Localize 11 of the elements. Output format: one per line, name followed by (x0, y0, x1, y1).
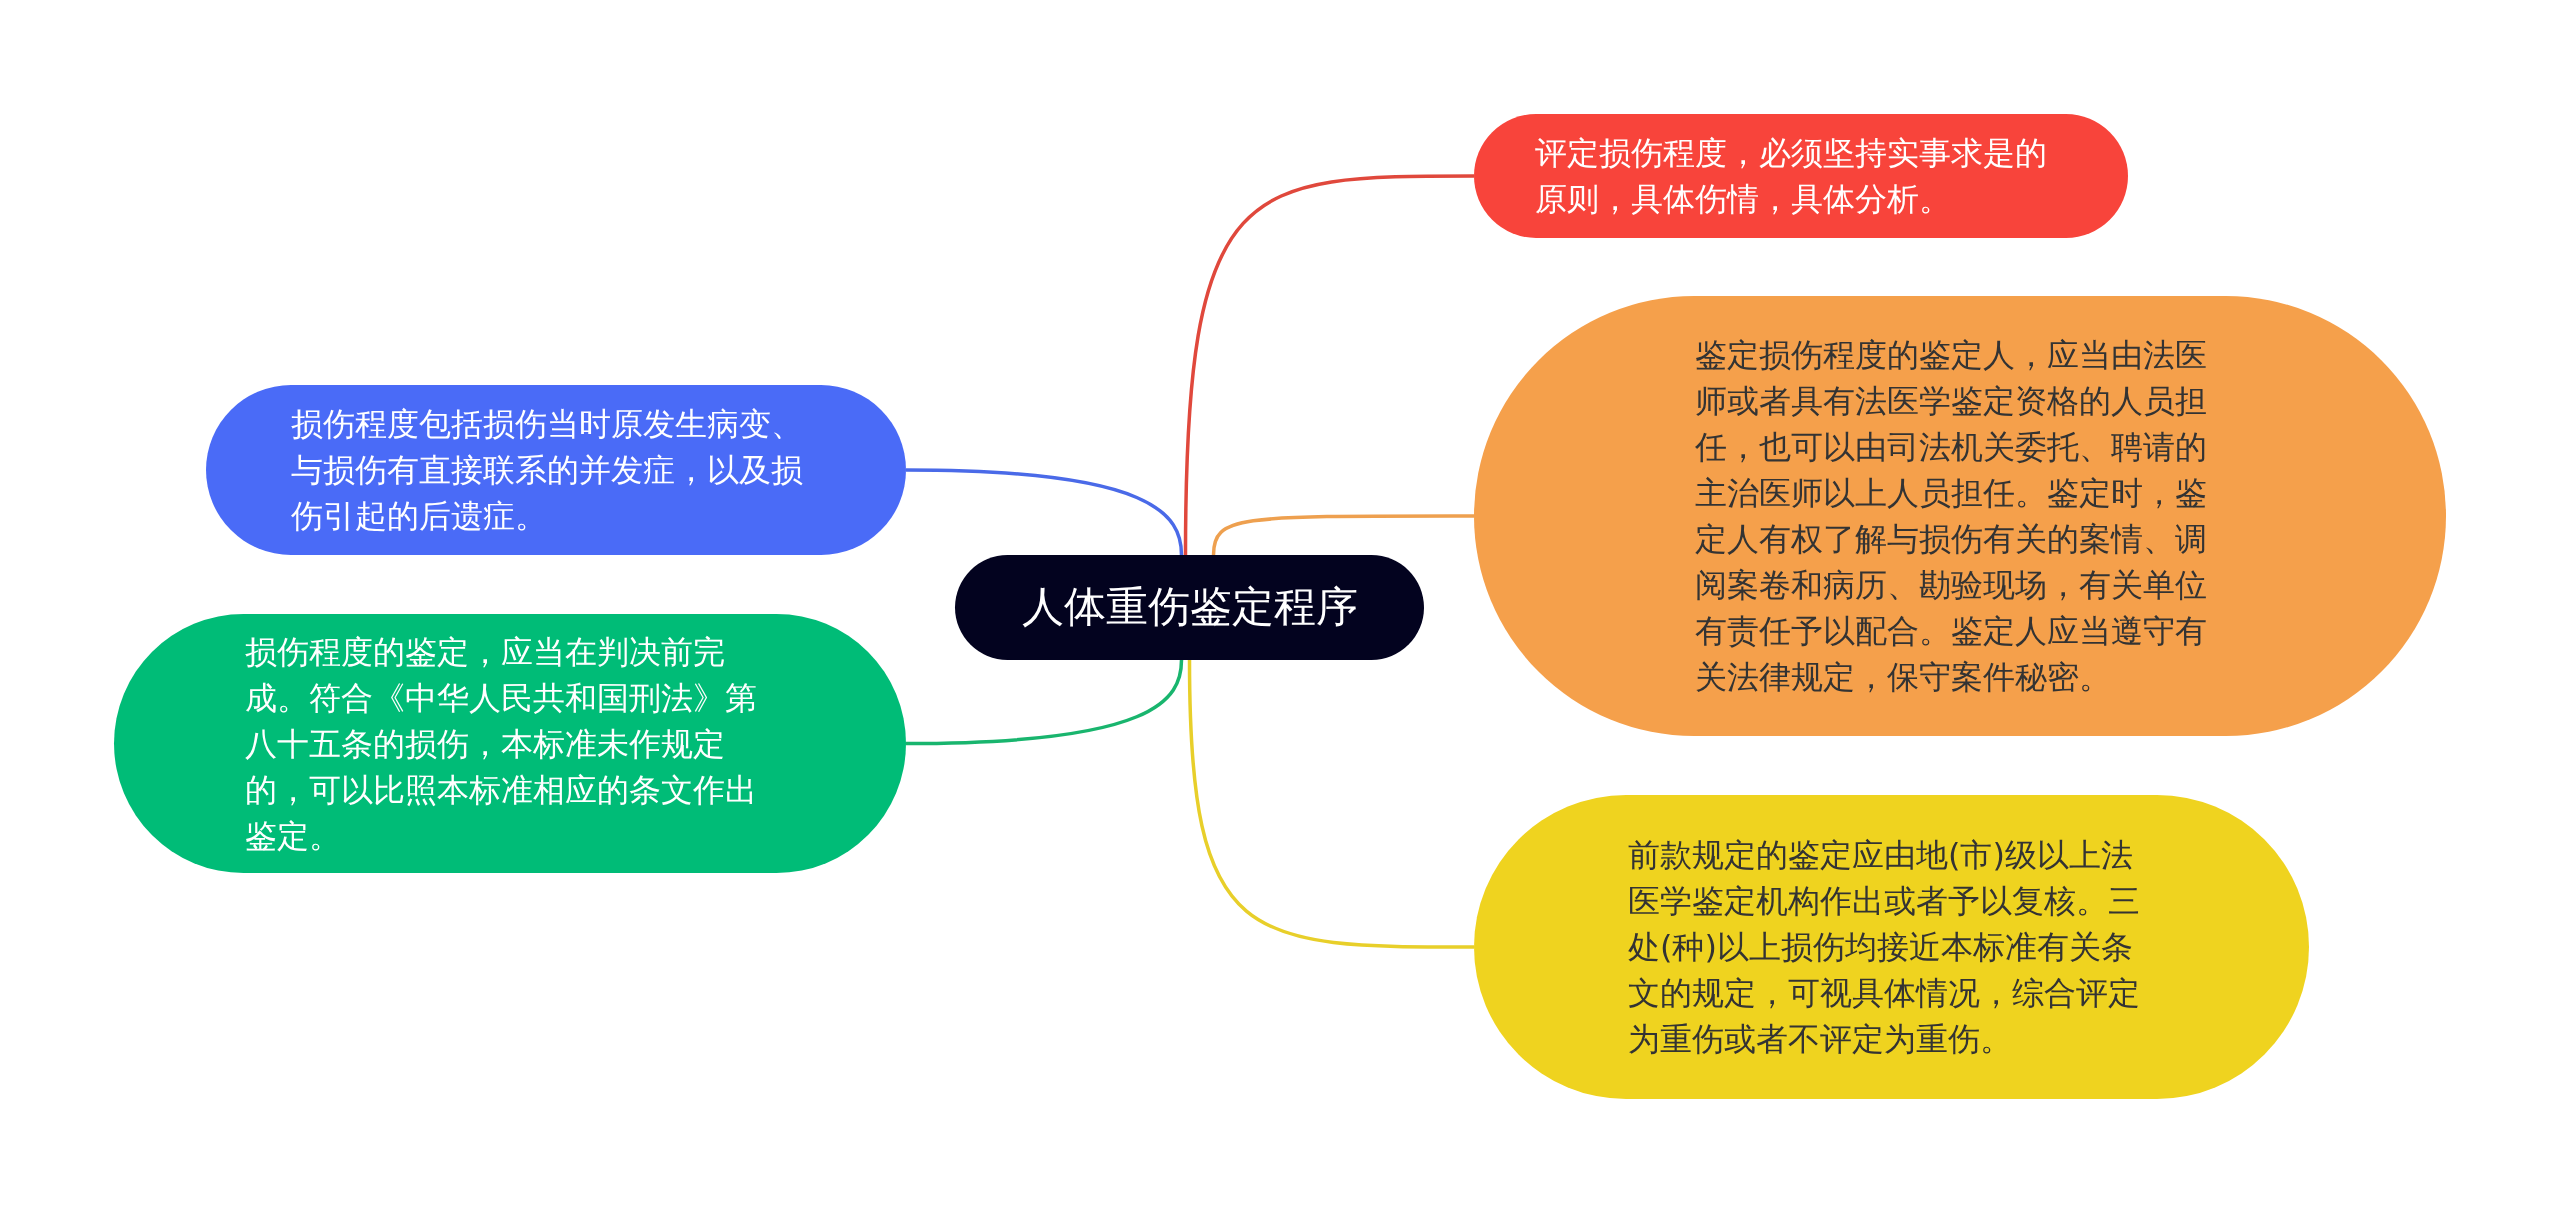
topic-text: 鉴定损伤程度的鉴定人，应当由法医师或者具有法医学鉴定资格的人员担任，也可以由司法机关委托、聘请的主治医师以上人员担任。鉴定时，鉴定人有权了解与损伤有关的案情、调阅案卷和病历、勘验现场，有关单位有责任予以配合。鉴定人应当遵守有关法律规定，保守案件秘密。 (1695, 335, 2208, 698)
connector-line (905, 468, 1184, 556)
topic-text: 损伤程度的鉴定，应当在判决前完成。符合《中华人民共和国刑法》第八十五条的损伤，本标准未作规定的，可以比照本标准相应的条文作出鉴定。 (245, 631, 758, 857)
connector-line (1211, 514, 1474, 556)
connector-line (905, 659, 1184, 746)
topic-text: 前款规定的鉴定应由地(市)级以上法医学鉴定机构作出或者予以复核。三处(种)以上损伤均接近本标准有关条文的规定，可视具体情况，综合评定为重伤或者不评定为重伤。 (1628, 835, 2141, 1060)
topic-title: 人体重伤鉴定程序 (1021, 582, 1358, 633)
connector-line (1187, 659, 1474, 949)
topic-text: 损伤程度包括损伤当时原发生病变、与损伤有直接联系的并发症，以及损伤引起的后遗症。 (291, 404, 804, 537)
topic-text: 评定损伤程度，必须坚持实事求是的原则，具体伤情，具体分析。 (1535, 133, 2048, 220)
connector-line (1183, 174, 1474, 556)
